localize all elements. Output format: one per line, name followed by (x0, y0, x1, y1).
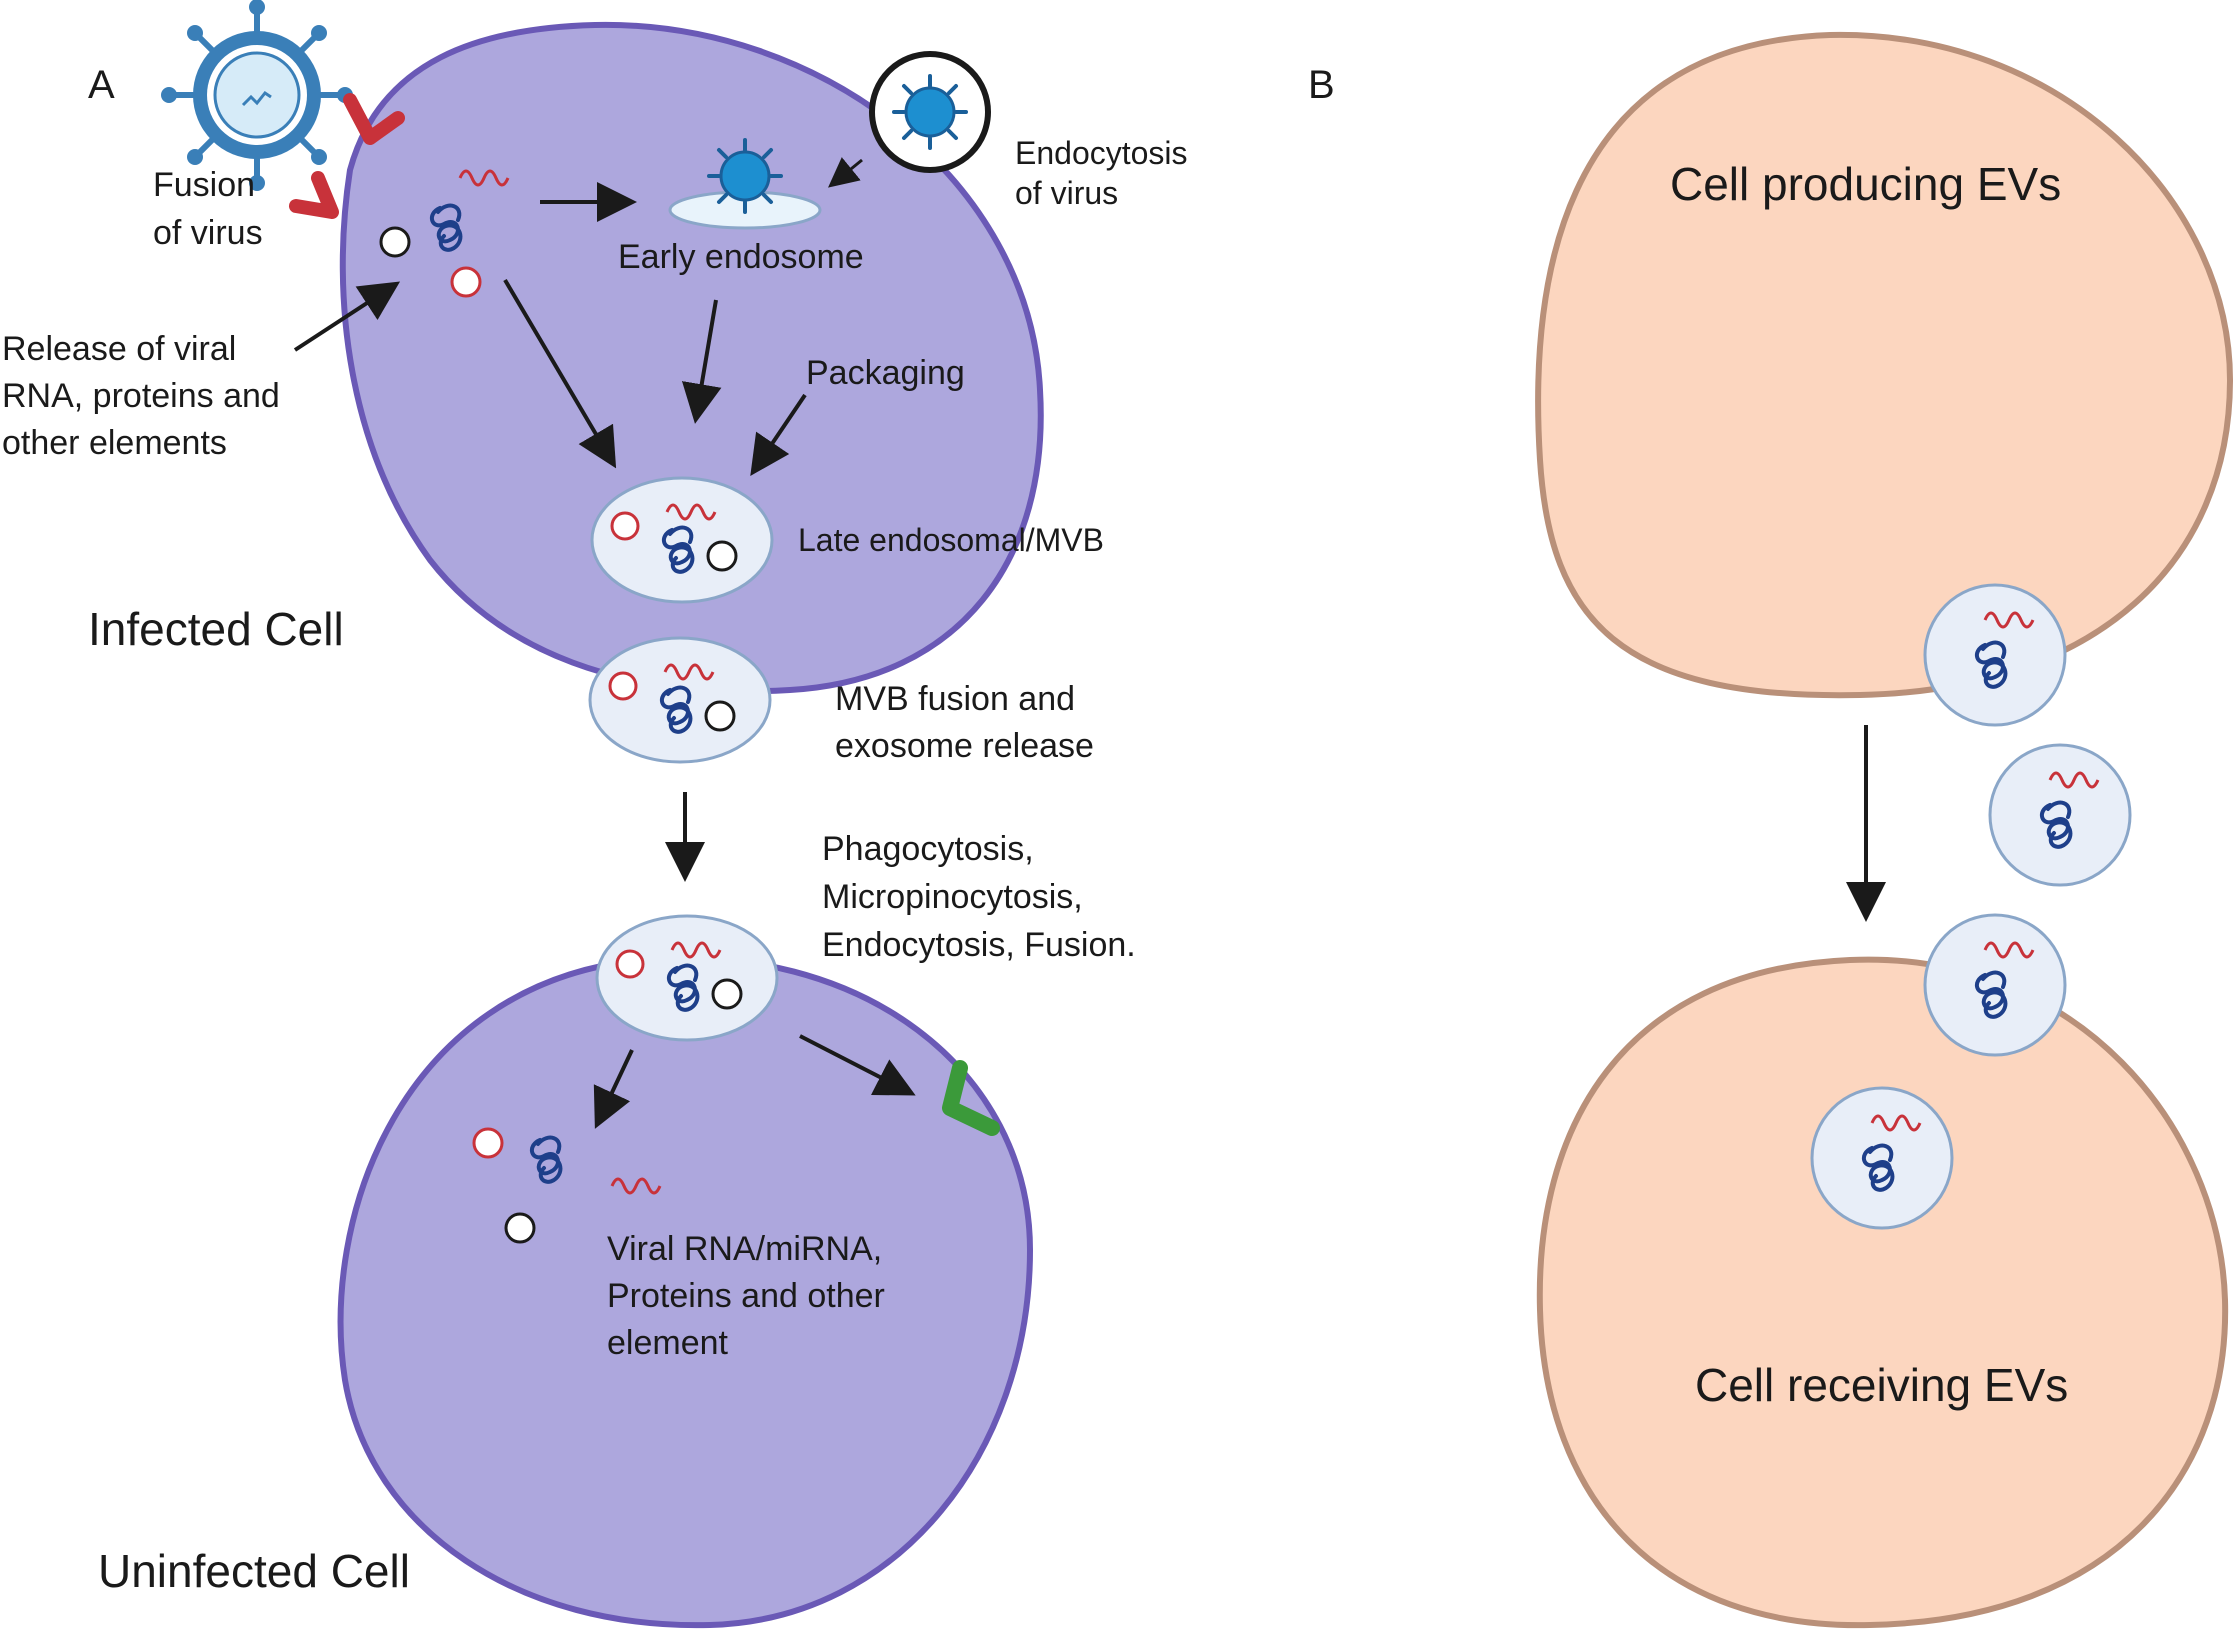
arrow (593, 1049, 634, 1129)
virus-small-icon (892, 74, 968, 150)
virus-icon (161, 0, 353, 191)
extracellular-vesicle (1925, 585, 2065, 725)
uninfected-cell-label: Uninfected Cell (98, 1545, 410, 1597)
arrow (293, 281, 401, 352)
arrow (750, 393, 807, 476)
vesicle-cargo-icon (504, 1212, 536, 1244)
fusion-label: Fusion of virus (153, 166, 265, 252)
late-endosome-mvb (592, 478, 772, 602)
panel-a-letter: A (88, 63, 115, 107)
producing-cell-label: Cell producing EVs (1670, 158, 2061, 210)
extracellular-vesicle (1925, 915, 2065, 1055)
vesicle-cargo-icon (450, 266, 482, 298)
early-endosome-label: Early endosome (618, 238, 864, 276)
ev-receiving-cell (1536, 956, 2229, 1629)
extracellular-vesicle (1990, 745, 2130, 885)
uptake-label: Phagocytosis, Micropinocytosis, Endocyto… (822, 830, 1136, 964)
receptor-icon (289, 171, 339, 219)
cargo-label: Viral RNA/miRNA, Proteins and other elem… (607, 1230, 894, 1362)
extracellular-vesicle (1812, 1088, 1952, 1228)
arrow (799, 1034, 916, 1096)
endocytosis-label: Endocytosis of virus (1015, 135, 1196, 211)
packaging-label: Packaging (806, 354, 965, 392)
vesicle-cargo-icon (472, 1127, 504, 1159)
panel-b-letter: B (1308, 63, 1335, 107)
virus-small-icon (707, 138, 783, 214)
receptor-icon (343, 93, 405, 145)
infected-cell-label: Infected Cell (88, 603, 344, 655)
arrow (828, 157, 863, 188)
vesicle-cargo-icon (379, 226, 411, 258)
arrow (681, 299, 722, 424)
receiving-cell-label: Cell receiving EVs (1695, 1359, 2068, 1411)
mvb-fusion-label: MVB fusion and exosome release (835, 680, 1094, 765)
late-endosome-label: Late endosomal/MVB (798, 522, 1104, 558)
receptor-icon (942, 1060, 1000, 1136)
arrow (503, 278, 617, 469)
release-label: Release of viral RNA, proteins and other… (2, 330, 289, 462)
uninfected-cell (337, 955, 1034, 1629)
ev-producing-cell (1535, 31, 2234, 699)
exosome (590, 638, 770, 762)
exosome (597, 916, 777, 1040)
